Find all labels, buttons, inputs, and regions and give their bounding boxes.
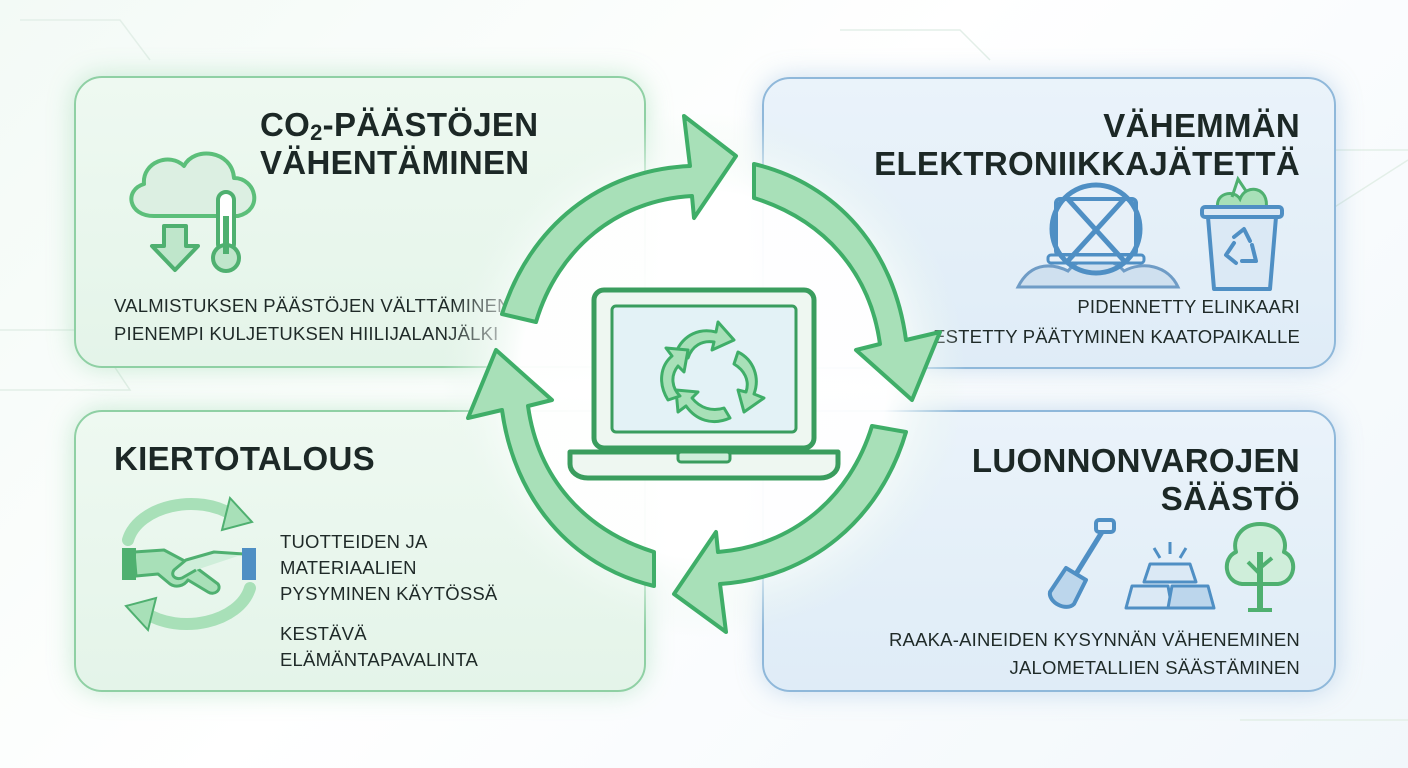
co2-title-prefix: CO bbox=[260, 106, 311, 143]
ewaste-title-line2: ELEKTRONIIKKAJÄTETTÄ bbox=[874, 145, 1300, 182]
panel-co2-title: CO2-PÄÄSTÖJEN bbox=[260, 106, 538, 152]
panel-co2-title-line2: VÄHENTÄMINEN bbox=[260, 144, 530, 181]
resources-title-line2: SÄÄSTÖ bbox=[1160, 480, 1300, 517]
resources-title-line1: LUONNONVAROJEN bbox=[971, 442, 1300, 479]
co2-item-1: VALMISTUKSEN PÄÄSTÖJEN VÄLTTÄMINEN bbox=[114, 295, 511, 316]
ewaste-item-1: PIDENNETTY ELINKAARI bbox=[1077, 296, 1300, 317]
laptop-icon bbox=[567, 287, 841, 481]
ewaste-item-2: ESTETTY PÄÄTYMINEN KAATOPAIKALLE bbox=[933, 326, 1300, 347]
circular-item-1-line-3: PYSYMINEN KÄYTÖSSÄ bbox=[280, 583, 498, 604]
central-recycling-cycle bbox=[442, 113, 966, 637]
ewaste-title-line1: VÄHEMMÄN bbox=[1103, 107, 1300, 144]
cycle-arrow-top bbox=[500, 114, 738, 324]
cycle-arrow-left bbox=[466, 348, 656, 588]
co2-title-suffix: -PÄÄSTÖJEN bbox=[322, 106, 539, 143]
cloud-thermometer-icon bbox=[129, 151, 257, 273]
resources-item-2: JALOMETALLIEN SÄÄSTÄMINEN bbox=[1009, 657, 1300, 678]
recycling-bin-icon bbox=[1200, 175, 1284, 291]
circular-item-2-line-1: KESTÄVÄ bbox=[280, 623, 367, 644]
crossed-out-laptop-landfill-icon bbox=[1015, 182, 1181, 289]
circular-item-2-line-2: ELÄMÄNTAPAVALINTA bbox=[280, 649, 479, 670]
tree-icon bbox=[1225, 522, 1295, 612]
circular-title: KIERTOTALOUS bbox=[114, 440, 375, 477]
shovel-icon bbox=[1047, 518, 1116, 609]
co2-item-2: PIENEMPI KULJETUKSEN HIILIJALANJÄLKI bbox=[114, 323, 499, 344]
cycle-arrow-bottom bbox=[672, 424, 908, 634]
co2-title-subscript: 2 bbox=[310, 120, 323, 145]
circular-item-1-line-1: TUOTTEIDEN JA bbox=[280, 531, 428, 552]
resources-item-1: RAAKA-AINEIDEN KYSYNNÄN VÄHENEMINEN bbox=[888, 629, 1300, 650]
circular-item-1-line-2: MATERIAALIEN bbox=[280, 557, 417, 578]
handshake-cycle-icon bbox=[122, 495, 256, 633]
cycle-arrow-right bbox=[752, 162, 942, 402]
recycle-arrows-icon bbox=[660, 320, 766, 423]
gold-bars-icon bbox=[1124, 542, 1216, 610]
